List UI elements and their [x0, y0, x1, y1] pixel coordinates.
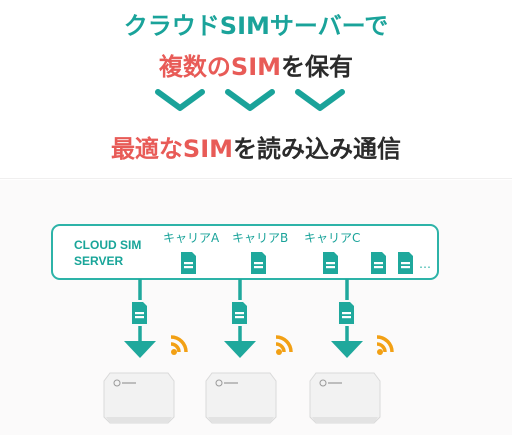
headline-line-3-rest: を読み込み通信 — [233, 135, 402, 163]
headline-line-3: 最適なSIMを読み込み通信 — [0, 129, 512, 164]
headline-line-2: 複数のSIMを保有 — [0, 47, 512, 82]
server-label-line-1: CLOUD SIM — [74, 238, 142, 252]
pocket-wifi-device-icon — [309, 372, 381, 424]
pocket-wifi-device-icon — [205, 372, 277, 424]
section-divider — [0, 178, 512, 179]
more-sims-ellipsis: … — [419, 257, 431, 271]
sim-card-icon — [132, 302, 147, 324]
wifi-signal-icon — [169, 335, 188, 357]
headline-line-3-highlight: 最適なSIM — [110, 135, 234, 163]
server-label-line-2: SERVER — [74, 254, 124, 268]
carrier-a-label: キャリアA — [163, 231, 220, 245]
sim-card-icon — [181, 252, 196, 274]
wifi-signal-icon — [375, 335, 394, 357]
connector-arrow-b — [224, 279, 256, 358]
connector-arrow-a — [124, 279, 156, 358]
sim-card-icon — [232, 302, 247, 324]
headline-line-2-rest: を保有 — [281, 53, 354, 81]
sim-card-icon — [371, 252, 386, 274]
connector-arrow-c — [331, 279, 363, 358]
chevron-down-icon — [155, 89, 205, 111]
chevron-down-icon — [225, 89, 275, 111]
sim-card-icon — [339, 302, 354, 324]
chevron-down-icon — [295, 89, 345, 111]
headline-line-1: クラウドSIMサーバーで — [123, 12, 389, 40]
pocket-wifi-device-icon — [103, 372, 175, 424]
sim-card-icon — [251, 252, 266, 274]
carrier-c-label: キャリアC — [304, 231, 361, 245]
wifi-signal-icon — [274, 335, 293, 357]
cloud-sim-server-label: CLOUD SIM SERVER — [74, 237, 154, 269]
headline-line-2-highlight: 複数のSIM — [158, 53, 282, 81]
sim-card-icon — [398, 252, 413, 274]
carrier-b-label: キャリアB — [232, 231, 289, 245]
down-chevrons — [155, 89, 345, 111]
sim-card-icon — [323, 252, 338, 274]
